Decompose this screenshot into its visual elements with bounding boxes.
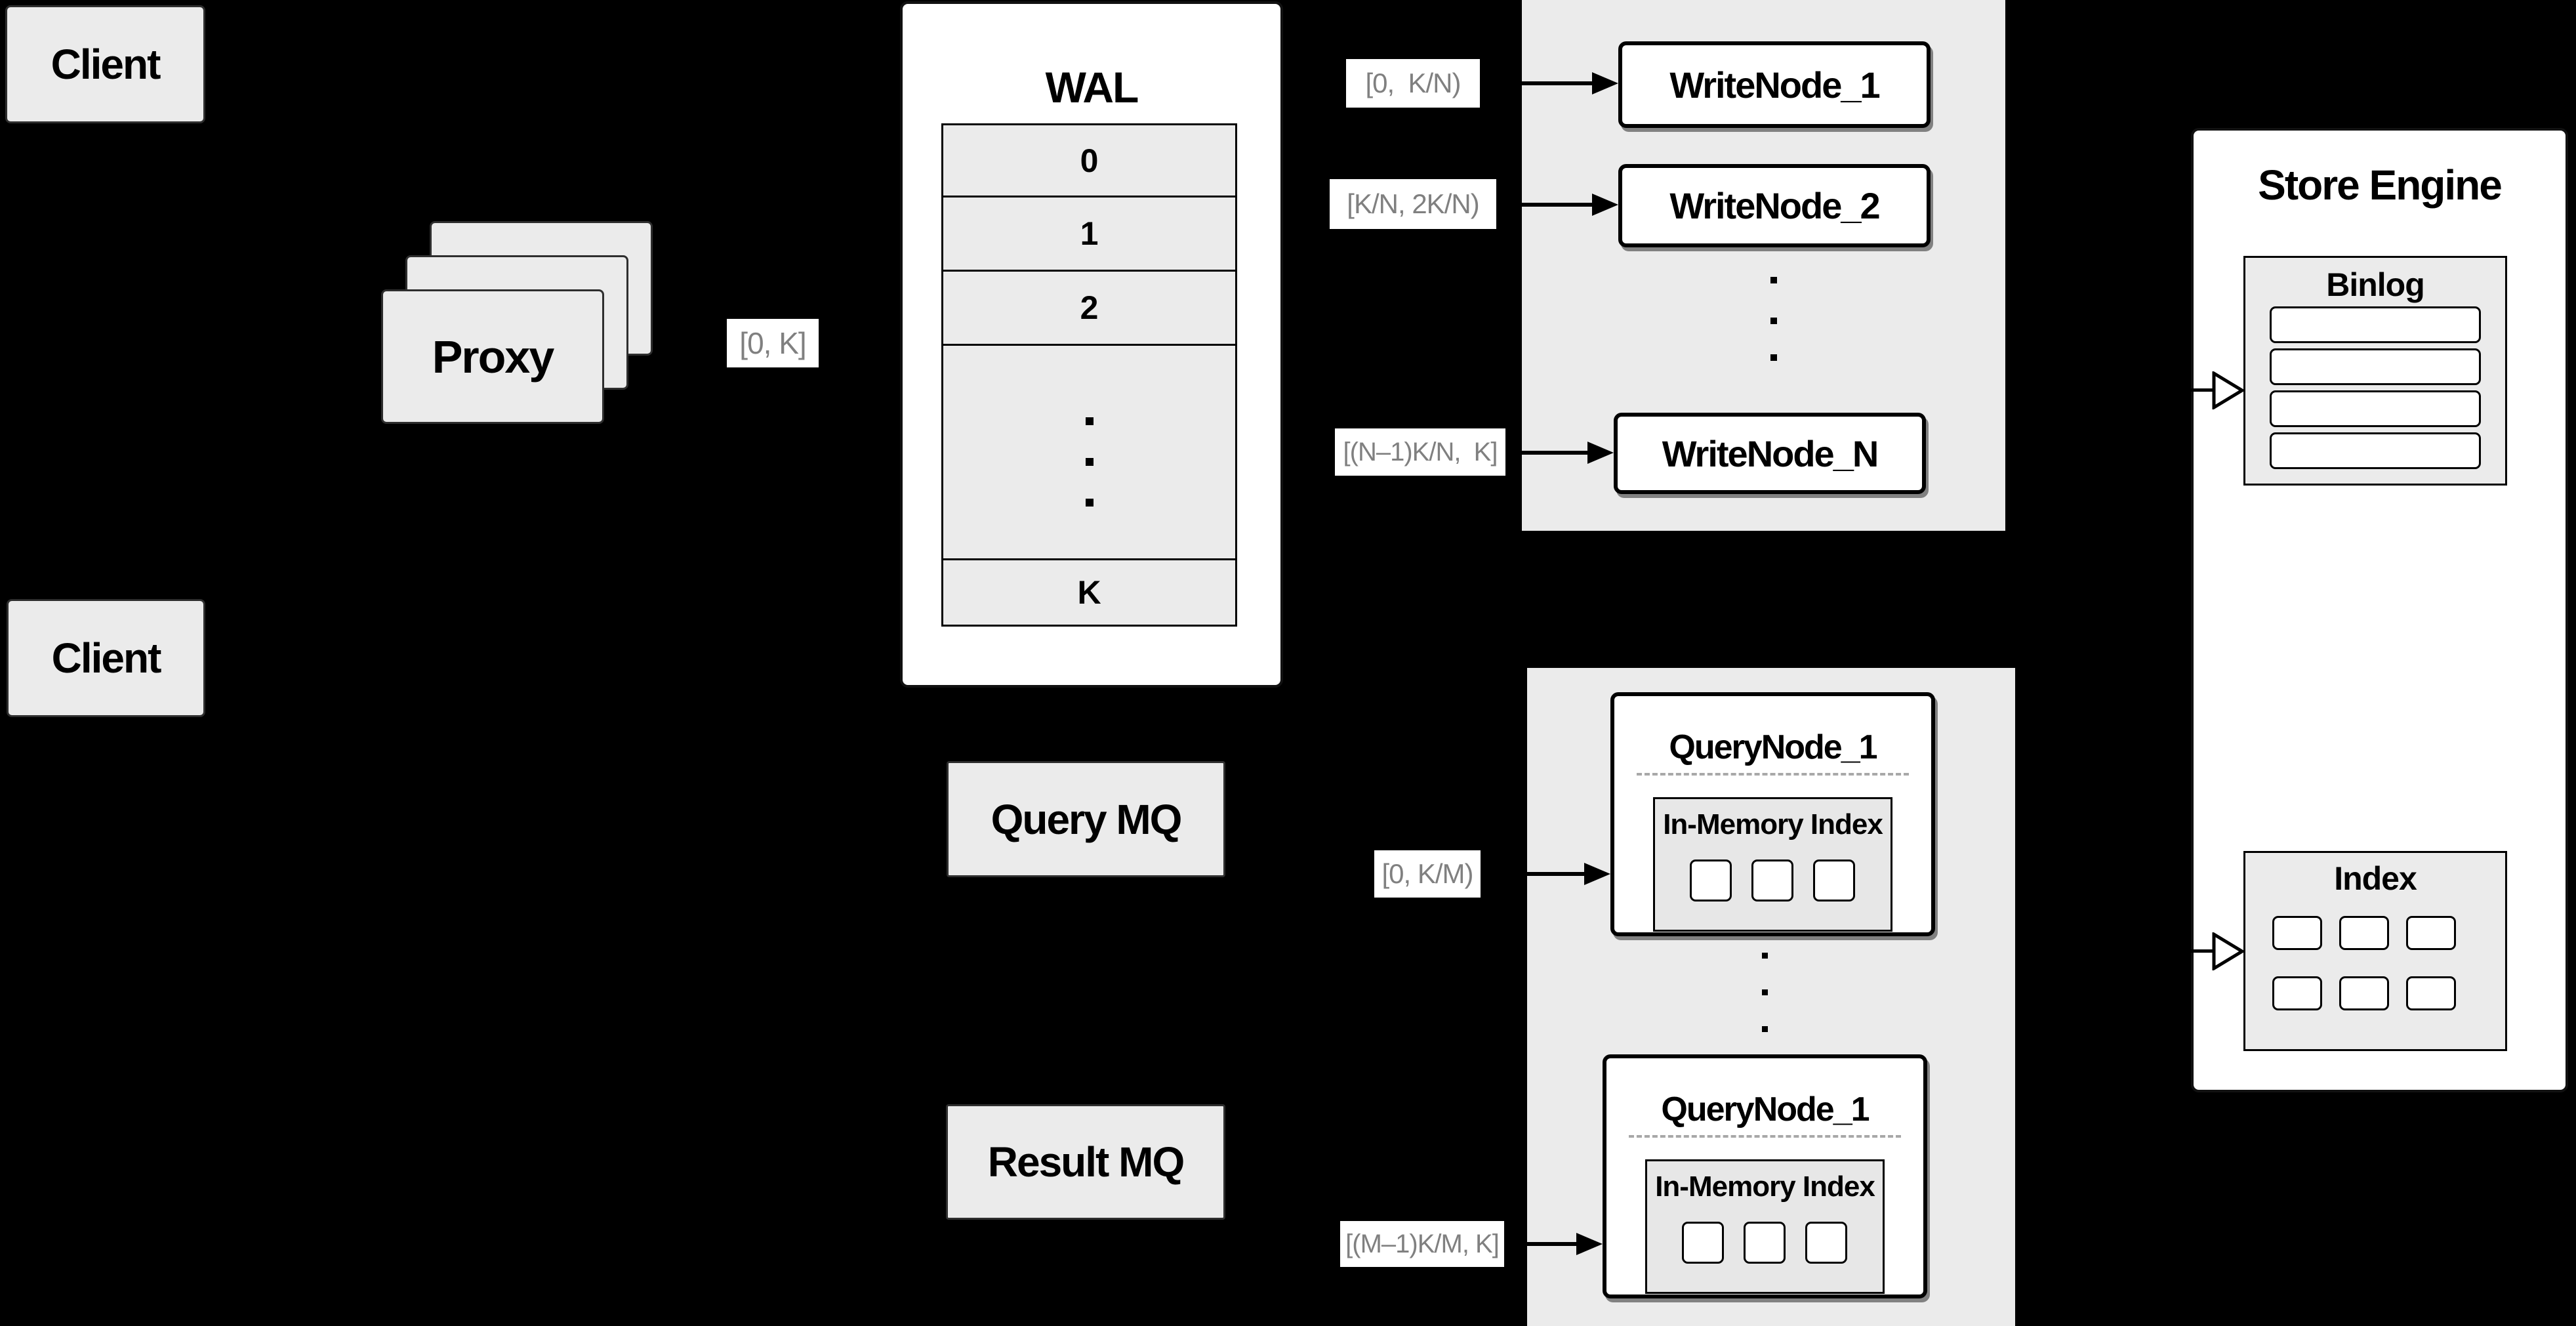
wal-row-k: K bbox=[943, 560, 1235, 627]
ellipsis-dots bbox=[1770, 277, 1777, 283]
range-label-queryM: [(M–1)K/M, K] bbox=[1340, 1221, 1504, 1267]
wal-row-2: 2 bbox=[943, 272, 1235, 346]
in-memory-index-title: In-Memory Index bbox=[1655, 1171, 1875, 1203]
wal-table: 0 1 2 K bbox=[941, 123, 1237, 627]
range-label-proxy: [0, K] bbox=[727, 319, 819, 367]
arrow-index-stub-head bbox=[2212, 932, 2245, 970]
arrow-write2 bbox=[1496, 203, 1595, 207]
result-mq-box: Result MQ bbox=[946, 1104, 1225, 1220]
arrow-index-stub bbox=[2188, 949, 2220, 953]
proxy-label: Proxy bbox=[432, 331, 555, 383]
range-label-write1: [0, K/N) bbox=[1346, 59, 1480, 108]
binlog-title: Binlog bbox=[2326, 266, 2425, 303]
ellipsis-dots bbox=[1086, 417, 1094, 425]
ellipsis-dots bbox=[1086, 458, 1094, 466]
ellipsis-dots bbox=[1762, 1026, 1768, 1032]
index-segment bbox=[1813, 860, 1855, 901]
arrow-write1-head bbox=[1592, 72, 1618, 94]
store-engine-title: Store Engine bbox=[2258, 161, 2503, 209]
query-node-divider bbox=[1629, 1135, 1901, 1138]
arrow-binlog-stub bbox=[2188, 388, 2220, 392]
write-node-1: WriteNode_1 bbox=[1618, 41, 1931, 128]
binlog-row bbox=[2270, 432, 2481, 469]
index-box: Index bbox=[2243, 851, 2507, 1051]
index-cell bbox=[2272, 916, 2322, 950]
ellipsis-dots bbox=[1770, 318, 1777, 324]
index-cell bbox=[2339, 916, 2389, 950]
index-segment bbox=[1682, 1222, 1724, 1264]
wal-title: WAL bbox=[1045, 63, 1139, 112]
index-cell bbox=[2406, 976, 2456, 1010]
index-segment bbox=[1744, 1222, 1786, 1264]
range-label-write2: [K/N, 2K/N) bbox=[1330, 179, 1496, 229]
ellipsis-dots bbox=[1770, 354, 1777, 361]
query-mq-box: Query MQ bbox=[947, 761, 1225, 877]
arrow-queryM-head bbox=[1576, 1233, 1603, 1255]
client-label: Client bbox=[51, 634, 162, 682]
wal-row-ellipsis bbox=[943, 346, 1235, 560]
index-segment bbox=[1690, 860, 1732, 901]
in-memory-index-title: In-Memory Index bbox=[1663, 808, 1883, 840]
arrow-queryM bbox=[1504, 1242, 1580, 1246]
index-title: Index bbox=[2334, 860, 2417, 897]
arrow-binlog-stub-head bbox=[2212, 371, 2245, 409]
write-node-n: WriteNode_N bbox=[1614, 413, 1926, 494]
arrow-writeN bbox=[1505, 451, 1591, 455]
arrow-writeN-head bbox=[1587, 442, 1614, 464]
client-box-bottom: Client bbox=[7, 599, 205, 717]
query-node-divider bbox=[1637, 773, 1909, 776]
ellipsis-dots bbox=[1086, 499, 1094, 507]
ellipsis-dots bbox=[1762, 989, 1768, 995]
wal-row-1: 1 bbox=[943, 197, 1235, 272]
index-cell bbox=[2406, 916, 2456, 950]
arrow-write2-head bbox=[1592, 194, 1618, 216]
query-node-title: QueryNode_1 bbox=[1669, 728, 1877, 766]
proxy-box-front: Proxy bbox=[381, 289, 604, 424]
binlog-row bbox=[2270, 390, 2481, 427]
index-segment bbox=[1751, 860, 1793, 901]
range-label-writeN: [(N–1)K/N, K] bbox=[1335, 428, 1505, 476]
arrow-query1 bbox=[1481, 872, 1587, 876]
binlog-row bbox=[2270, 348, 2481, 385]
index-cell bbox=[2339, 976, 2389, 1010]
client-box-top: Client bbox=[5, 5, 205, 123]
index-cell bbox=[2272, 976, 2322, 1010]
write-node-2: WriteNode_2 bbox=[1618, 164, 1931, 247]
index-segment bbox=[1805, 1222, 1847, 1264]
binlog-row bbox=[2270, 306, 2481, 343]
client-label: Client bbox=[51, 41, 161, 88]
wal-row-0: 0 bbox=[943, 125, 1235, 197]
query-node-title: QueryNode_1 bbox=[1661, 1090, 1870, 1129]
arrow-write1 bbox=[1480, 81, 1595, 85]
ellipsis-dots bbox=[1762, 953, 1768, 959]
arrow-query1-head bbox=[1584, 863, 1610, 885]
range-label-query1: [0, K/M) bbox=[1374, 850, 1481, 898]
